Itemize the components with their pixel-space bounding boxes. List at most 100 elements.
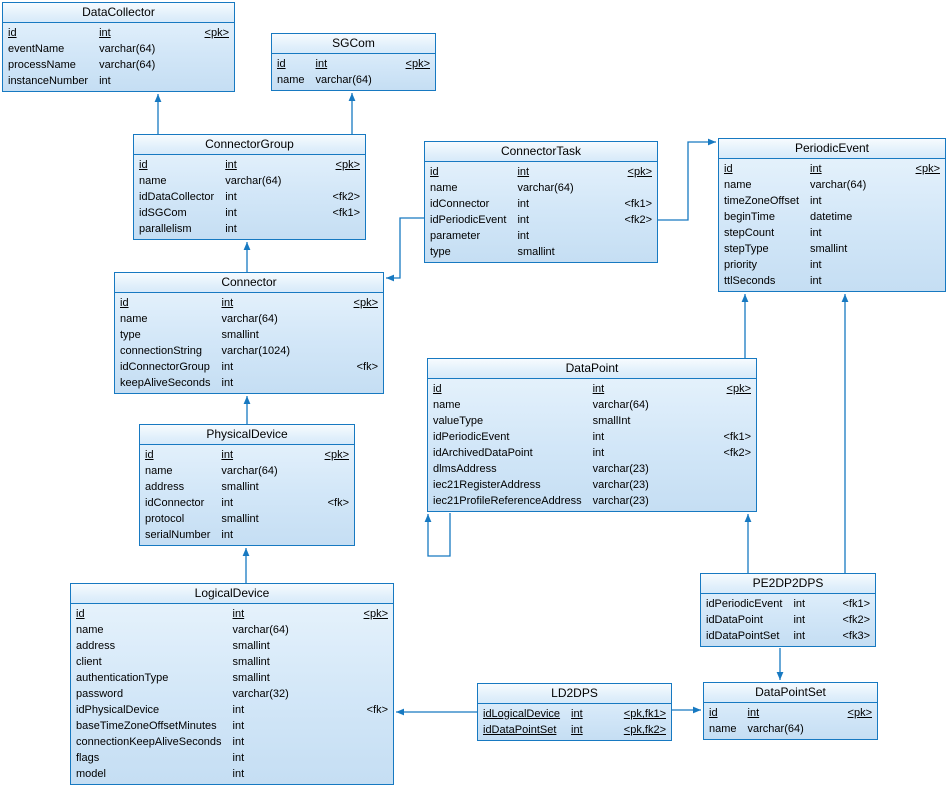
arrowhead-icon [776,672,784,680]
table-title: DataPointSet [704,683,877,703]
column-name: idLogicalDevice [483,708,561,720]
column-type: smallInt [592,415,631,427]
column-type: int [810,163,822,175]
column-name: id [433,383,442,395]
arrowhead-icon [744,514,752,522]
column-name: idDataPointSet [706,630,780,642]
column-key [160,41,234,57]
column-key: <pk> [363,608,388,620]
column-key [654,413,756,429]
column-name: timeZoneOffset [724,195,799,207]
column-name: idSGCom [139,207,187,219]
arrowhead-icon [708,138,716,146]
column-type: int [592,431,605,443]
column-type: smallint [221,481,259,493]
table-title: DataPoint [428,359,756,379]
relation-PhysicalDevice-to-Connector[interactable] [243,396,251,424]
relation-ConnectorGroup-to-SGCom[interactable] [348,93,356,134]
relation-PE2DP2DPS-to-PeriodicEvent[interactable] [841,294,849,573]
column-type: int [517,214,530,226]
column-type: int [517,166,530,178]
column-key: <pk> [915,163,940,175]
relation-Connector-to-ConnectorGroup[interactable] [243,242,251,272]
column-key [283,527,354,543]
column-type: varchar(23) [592,479,649,491]
column-name: name [724,179,752,191]
column-type: int [232,768,245,780]
column-name: protocol [145,513,185,525]
column-type: int [99,75,111,87]
column-key: <pk> [627,166,652,178]
relation-LD2DPS-to-DataPointSet[interactable] [672,706,701,714]
relation-ConnectorTask-to-PeriodicEvent[interactable] [658,138,716,221]
column-name: parameter [430,230,481,242]
column-key [654,493,756,509]
relation-ConnectorTask-to-Connector[interactable] [386,217,424,282]
relation-LogicalDevice-to-PhysicalDevice[interactable] [242,548,250,583]
column-key [377,72,435,88]
relation-DataPoint-to-PeriodicEvent[interactable] [741,294,749,358]
relation-DataPoint-to-DataPoint[interactable] [424,513,451,557]
relation-PE2DP2DPS-to-DataPoint[interactable] [744,514,752,573]
column-key [160,73,234,89]
column-type: datetime [810,211,853,223]
column-key [294,718,393,734]
column-type: int [517,198,530,210]
column-name: beginTime [724,211,775,223]
table-title: Connector [115,273,383,293]
column-key: <fk> [366,704,388,716]
column-key [871,209,945,225]
column-key [286,221,365,237]
relation-PE2DP2DPS-to-DataPointSet[interactable] [776,648,784,680]
column-type: int [221,377,234,389]
column-name: password [76,688,124,700]
arrowhead-icon [424,514,432,522]
column-name: ttlSeconds [724,275,776,287]
column-name: eventName [8,43,65,55]
column-name: idDataCollector [139,191,215,203]
column-key [294,766,393,782]
relation-ConnectorGroup-to-DataCollector[interactable] [154,94,162,134]
column-key [809,721,877,737]
relation-LD2DPS-to-LogicalDevice[interactable] [396,708,477,716]
column-type: int [810,227,822,239]
column-key [283,463,354,479]
column-key: <pk,fk1> [623,708,666,720]
column-type: int [793,614,806,626]
column-name: valueType [433,415,484,427]
column-type: varchar(64) [810,179,867,191]
column-name: name [430,182,458,194]
